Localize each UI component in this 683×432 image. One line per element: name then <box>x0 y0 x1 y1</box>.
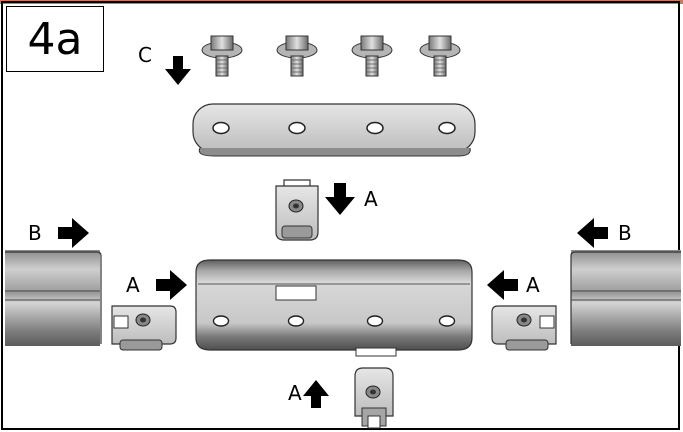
label-c: C <box>138 43 152 67</box>
clip-nut-top <box>275 179 319 241</box>
splice-plate <box>192 103 476 157</box>
step-number: 4a <box>27 13 83 65</box>
label-b-left: B <box>28 221 42 245</box>
channel-connector <box>195 259 473 357</box>
clip-nut-right <box>491 305 557 351</box>
step-number-box: 4a <box>6 6 104 72</box>
arrow-left-a-right <box>487 270 518 300</box>
clip-nut-bottom <box>354 367 394 429</box>
bolt-1 <box>201 35 243 77</box>
label-a-left: A <box>126 273 140 297</box>
rail-right <box>570 250 681 346</box>
label-a-right: A <box>526 273 540 297</box>
arrow-right-b-left <box>58 218 89 248</box>
bolt-3 <box>351 35 393 77</box>
label-b-right: B <box>618 221 632 245</box>
arrow-right-a-left <box>156 270 187 300</box>
bolt-2 <box>276 35 318 77</box>
clip-nut-left <box>111 305 177 351</box>
rail-left <box>5 250 102 346</box>
label-a-bottom: A <box>288 381 302 405</box>
bolt-4 <box>419 35 461 77</box>
arrow-down-c <box>165 56 191 85</box>
label-a-top: A <box>364 187 378 211</box>
arrow-up-a-bottom <box>303 380 329 408</box>
arrow-down-a-top <box>325 183 355 215</box>
arrow-left-b-right <box>577 218 608 248</box>
